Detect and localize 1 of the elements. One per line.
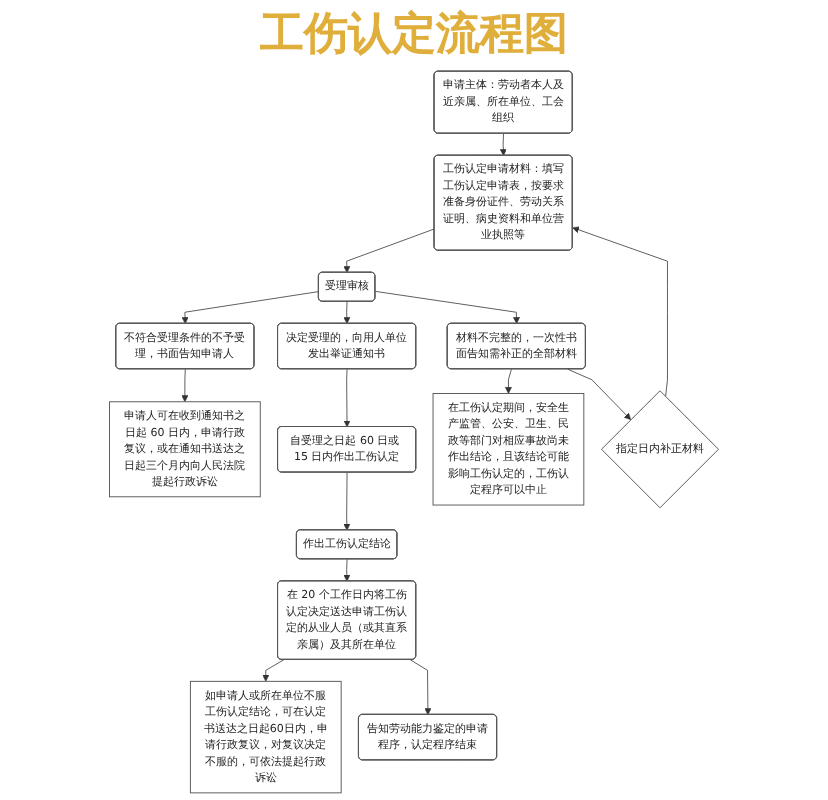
diagram-title: 工伤认定流程图 [260, 8, 568, 64]
